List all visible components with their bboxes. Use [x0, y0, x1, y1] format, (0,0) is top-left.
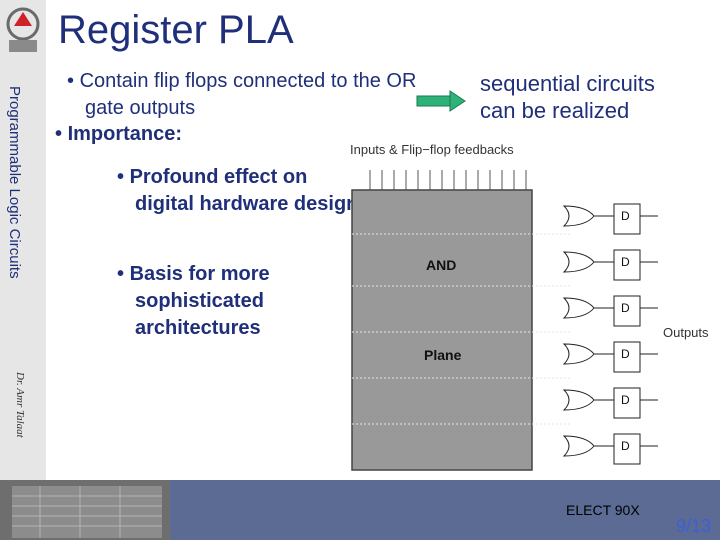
bullet-profound-effect: • Profound effect on digital hardware de…: [117, 166, 359, 215]
bullet-flip-flops: • Contain flip flops connected to the OR…: [67, 70, 417, 119]
author-name: Dr. Amr Talaat: [14, 372, 26, 438]
bullet-text: Profound effect on digital hardware desi…: [129, 166, 359, 215]
bullet-importance: • Importance:: [55, 123, 183, 145]
ff-label: D: [621, 439, 630, 453]
page-number: 9/13: [676, 516, 712, 536]
register-pla-diagram: Inputs & Flip−flop feedbacks AND Plane: [350, 142, 709, 471]
d-flip-flop-3: D: [613, 295, 641, 327]
ff-label: D: [621, 209, 630, 223]
slide-title: Register PLA: [58, 8, 294, 52]
right-arrow-icon: [416, 90, 466, 112]
d-flip-flop-2: D: [613, 249, 641, 281]
plane-divider-lines: [352, 233, 570, 425]
bullet-text: Contain flip flops connected to the OR g…: [79, 70, 417, 119]
bullet-text: Importance:: [67, 123, 183, 145]
or-gate-1: [562, 205, 595, 227]
bullet-text: Basis for more sophisticated architectur…: [129, 263, 270, 339]
and-plane-box: [351, 189, 533, 471]
ff-label: D: [621, 347, 630, 361]
ff-label: D: [621, 301, 630, 315]
sequential-note: sequential circuits can be realized: [480, 71, 655, 123]
d-flip-flop-4: D: [613, 341, 641, 373]
course-code: ELECT 90X: [566, 502, 640, 518]
or-gate-2: [562, 251, 595, 273]
bullet-basis: • Basis for more sophisticated architect…: [117, 263, 270, 339]
d-flip-flop-1: D: [613, 203, 641, 235]
plane-label: Plane: [424, 347, 462, 363]
guc-logo-icon: [6, 7, 40, 52]
or-gate-3: [562, 297, 595, 319]
sidebar-panel: [0, 0, 46, 480]
ff-label: D: [621, 393, 630, 407]
and-label: AND: [426, 257, 456, 273]
d-flip-flop-6: D: [613, 433, 641, 465]
ff-label: D: [621, 255, 630, 269]
d-flip-flop-5: D: [613, 387, 641, 419]
sidebar-title: Programmable Logic Circuits: [6, 86, 23, 279]
input-lines: [369, 170, 527, 190]
chip-image: [0, 480, 170, 540]
inputs-label: Inputs & Flip−flop feedbacks: [350, 142, 514, 157]
or-gate-4: [562, 343, 595, 365]
or-gate-5: [562, 389, 595, 411]
outputs-label: Outputs: [663, 325, 709, 340]
or-gate-6: [562, 435, 595, 457]
